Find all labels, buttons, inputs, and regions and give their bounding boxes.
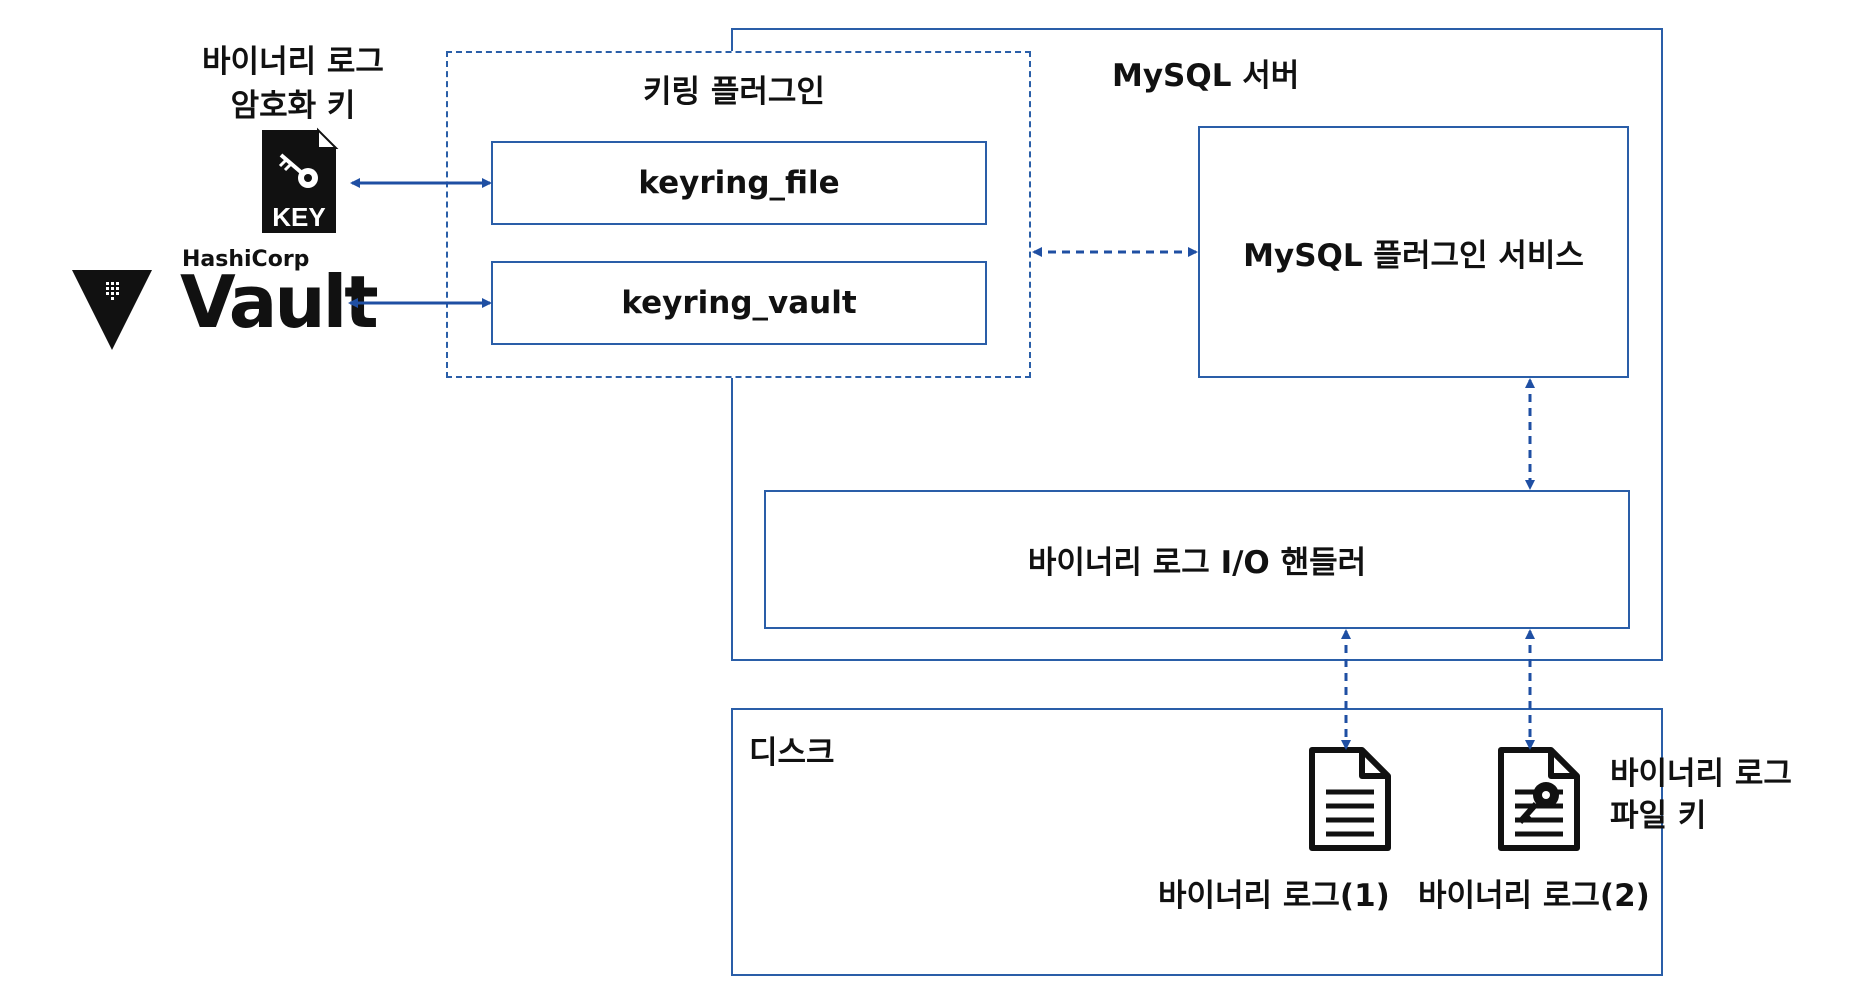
file-key-label-line1: 바이너리 로그 <box>1610 756 1792 792</box>
keyring-file-box: keyring_file <box>491 141 987 225</box>
vault-logo-icon <box>72 270 152 350</box>
disk-box <box>731 708 1663 976</box>
mysql-server-title: MySQL 서버 <box>1112 58 1300 94</box>
disk-title: 디스크 <box>749 735 835 771</box>
vault-brand-small: HashiCorp <box>182 247 310 272</box>
binary-log-2-label: 바이너리 로그(2) <box>1418 878 1650 914</box>
binary-log-1-label: 바이너리 로그(1) <box>1158 878 1390 914</box>
plugin-service-label: MySQL 플러그인 서비스 <box>1243 237 1584 274</box>
io-handler-label: 바이너리 로그 I/O 핸들러 <box>1027 545 1367 581</box>
keyring-vault-box: keyring_vault <box>491 261 987 345</box>
key-file-icon: KEY <box>262 127 339 233</box>
keyring-plugin-title: 키링 플러그인 <box>643 74 825 110</box>
keyring-vault-label: keyring_vault <box>621 285 857 321</box>
key-label-line1: 바이너리 로그 <box>202 44 384 80</box>
key-icon-text: KEY <box>272 202 325 232</box>
file-key-label-line2: 파일 키 <box>1610 798 1707 834</box>
key-label-line2: 암호화 키 <box>230 88 356 124</box>
io-handler-box: 바이너리 로그 I/O 핸들러 <box>764 490 1630 629</box>
plugin-service-box: MySQL 플러그인 서비스 <box>1198 126 1629 378</box>
vault-name: Vault <box>180 260 379 344</box>
keyring-file-label: keyring_file <box>638 165 840 201</box>
